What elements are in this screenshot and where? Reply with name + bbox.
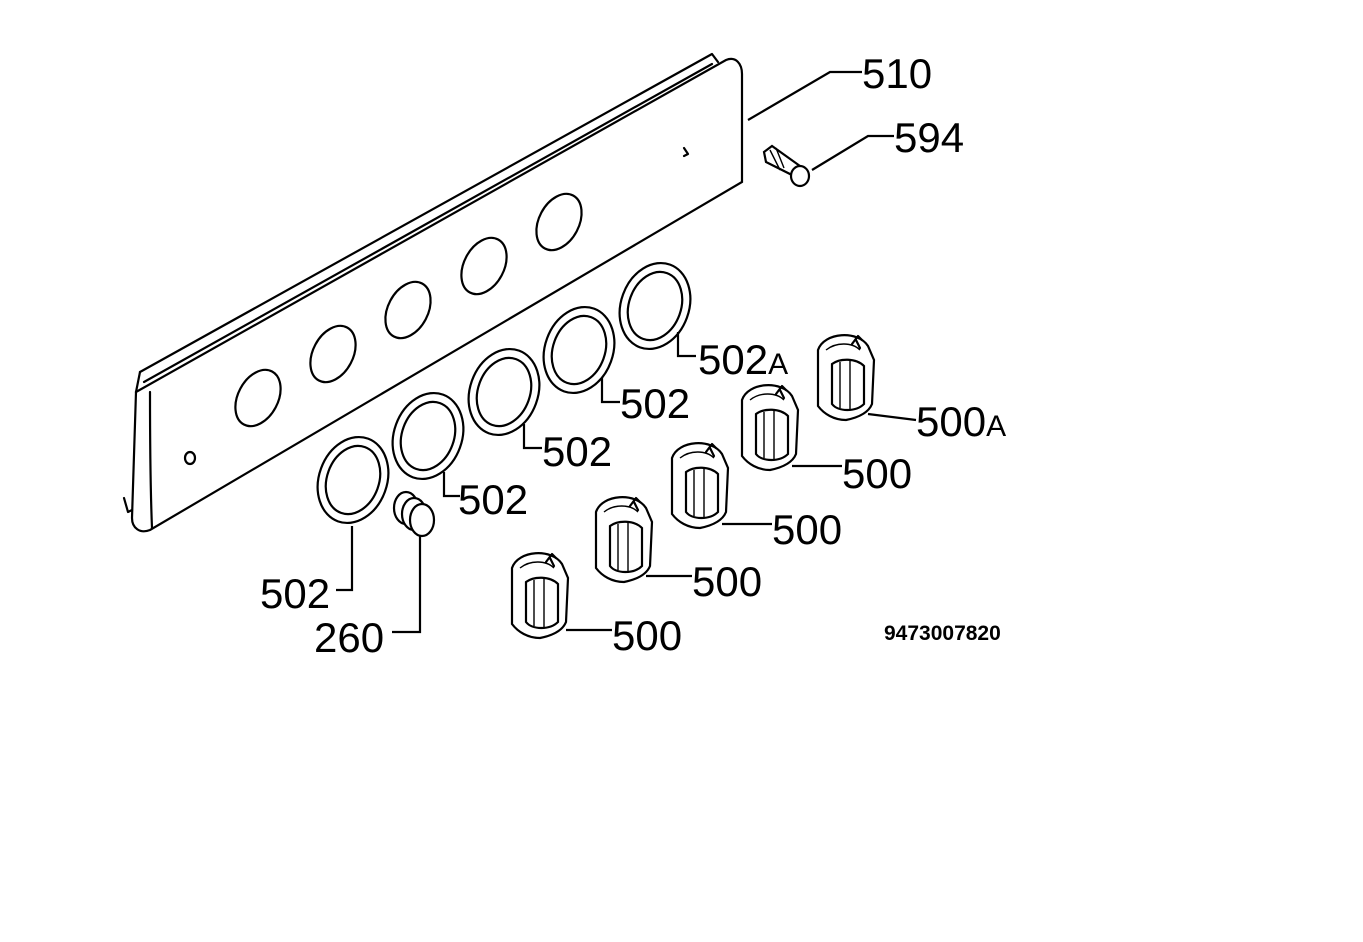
label-500-1: 500 [842, 450, 912, 497]
label-510: 510 [862, 50, 932, 97]
label-594: 594 [894, 114, 964, 161]
drawing-code: 9473007820 [884, 622, 1001, 645]
label-260: 260 [314, 614, 384, 661]
pin-594 [762, 144, 811, 188]
label-500-3: 500 [692, 558, 762, 605]
label-500-4: 500 [612, 612, 682, 659]
label-502-4: 502 [260, 570, 330, 617]
label-502a: 502A [698, 336, 788, 383]
label-502-1: 502 [620, 380, 690, 427]
part-labels: 510 594 502A 502 502 502 502 260 500A 50… [260, 50, 1006, 661]
leader-lines [336, 70, 917, 634]
label-500a: 500A [916, 398, 1006, 445]
label-500-2: 500 [772, 506, 842, 553]
label-502-2: 502 [542, 428, 612, 475]
control-panel-510 [122, 52, 744, 533]
label-502-3: 502 [458, 476, 528, 523]
bezel-rings [316, 261, 692, 525]
spring-260 [392, 490, 436, 538]
